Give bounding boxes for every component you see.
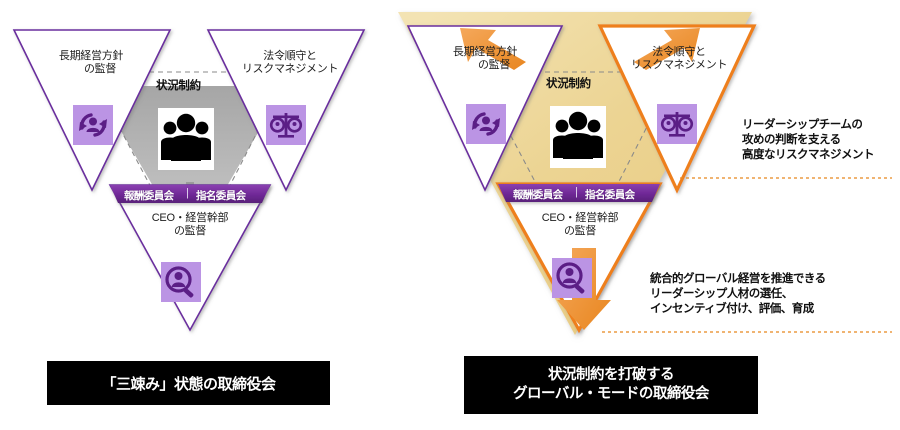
people-cycle-icon bbox=[73, 105, 113, 145]
right-node-top-right-label: 法令順守と リスクマネジメント bbox=[630, 46, 728, 71]
person-magnifier-icon bbox=[161, 262, 201, 302]
right-center-constraint-label: 状況制約 bbox=[546, 78, 591, 90]
panel-global-mode-board: 長期経営方針 の監督 法令順守と リスクマネジメント 状況制約 CEO・経営幹部… bbox=[380, 0, 900, 430]
ceo-oversight-triangle bbox=[108, 184, 272, 332]
risk-management-callout: リーダーシップチームの 攻めの判断を支える 高度なリスクマネジメント bbox=[742, 119, 875, 161]
right-node-top-left-label: 長期経営方針 の監督 bbox=[452, 46, 518, 71]
right-committee-separator: | bbox=[575, 186, 578, 198]
group-of-people-icon bbox=[550, 106, 606, 168]
right-diagram-stage: 長期経営方針 の監督 法令順守と リスクマネジメント 状況制約 CEO・経営幹部… bbox=[380, 0, 900, 345]
right-committee-nomination-label: 指名委員会 bbox=[585, 189, 635, 201]
balance-scales-icon bbox=[266, 105, 306, 145]
people-cycle-icon-glyph bbox=[472, 112, 500, 136]
person-magnifier-icon-glyph bbox=[165, 266, 194, 298]
committee-bar bbox=[498, 184, 660, 202]
breakout-arrow-top-right bbox=[634, 28, 700, 70]
left-panel-caption: 「三竦み」状態の取締役会 bbox=[47, 361, 330, 405]
right-node-bottom-label: CEO・経営幹部 の監督 bbox=[541, 212, 619, 237]
breakout-arrow-top-left bbox=[460, 28, 526, 70]
person-magnifier-icon-glyph bbox=[556, 262, 585, 294]
people-cycle-icon-glyph bbox=[79, 113, 107, 137]
person-magnifier-icon bbox=[552, 258, 592, 298]
left-committee-separator: | bbox=[186, 187, 189, 199]
balance-scales-icon bbox=[657, 104, 697, 144]
balance-scales-icon-glyph bbox=[269, 113, 303, 138]
committee-bar bbox=[110, 185, 270, 203]
left-committee-compensation-label: 報酬委員会 bbox=[124, 190, 174, 202]
callout-leader-lines bbox=[602, 177, 892, 333]
left-node-bottom-label: CEO・経営幹部 の監督 bbox=[151, 212, 229, 237]
group-of-people-icon-glyph bbox=[553, 111, 603, 159]
left-center-constraint-label: 状況制約 bbox=[156, 80, 201, 92]
right-committee-compensation-label: 報酬委員会 bbox=[513, 189, 563, 201]
left-diagram-stage: 長期経営方針 の監督 法令順守と リスクマネジメント 状況制約 CEO・経営幹部… bbox=[0, 0, 380, 345]
panel-constrained-board: 長期経営方針 の監督 法令順守と リスクマネジメント 状況制約 CEO・経営幹部… bbox=[0, 0, 380, 430]
people-cycle-icon bbox=[466, 104, 506, 144]
right-panel-caption: 状況制約を打破する グローバル・モードの取締役会 bbox=[464, 356, 758, 414]
group-of-people-icon bbox=[158, 108, 214, 170]
left-node-top-right-label: 法令順守と リスクマネジメント bbox=[241, 50, 339, 75]
left-node-top-left-label: 長期経営方針 の監督 bbox=[58, 50, 124, 75]
group-of-people-icon-glyph bbox=[161, 113, 211, 161]
left-committee-nomination-label: 指名委員会 bbox=[196, 190, 246, 202]
leadership-talent-callout: 統合的グローバル経営を推進できる リーダーシップ人材の選任、 インセンティブ付け… bbox=[650, 273, 826, 315]
balance-scales-icon-glyph bbox=[660, 112, 694, 137]
